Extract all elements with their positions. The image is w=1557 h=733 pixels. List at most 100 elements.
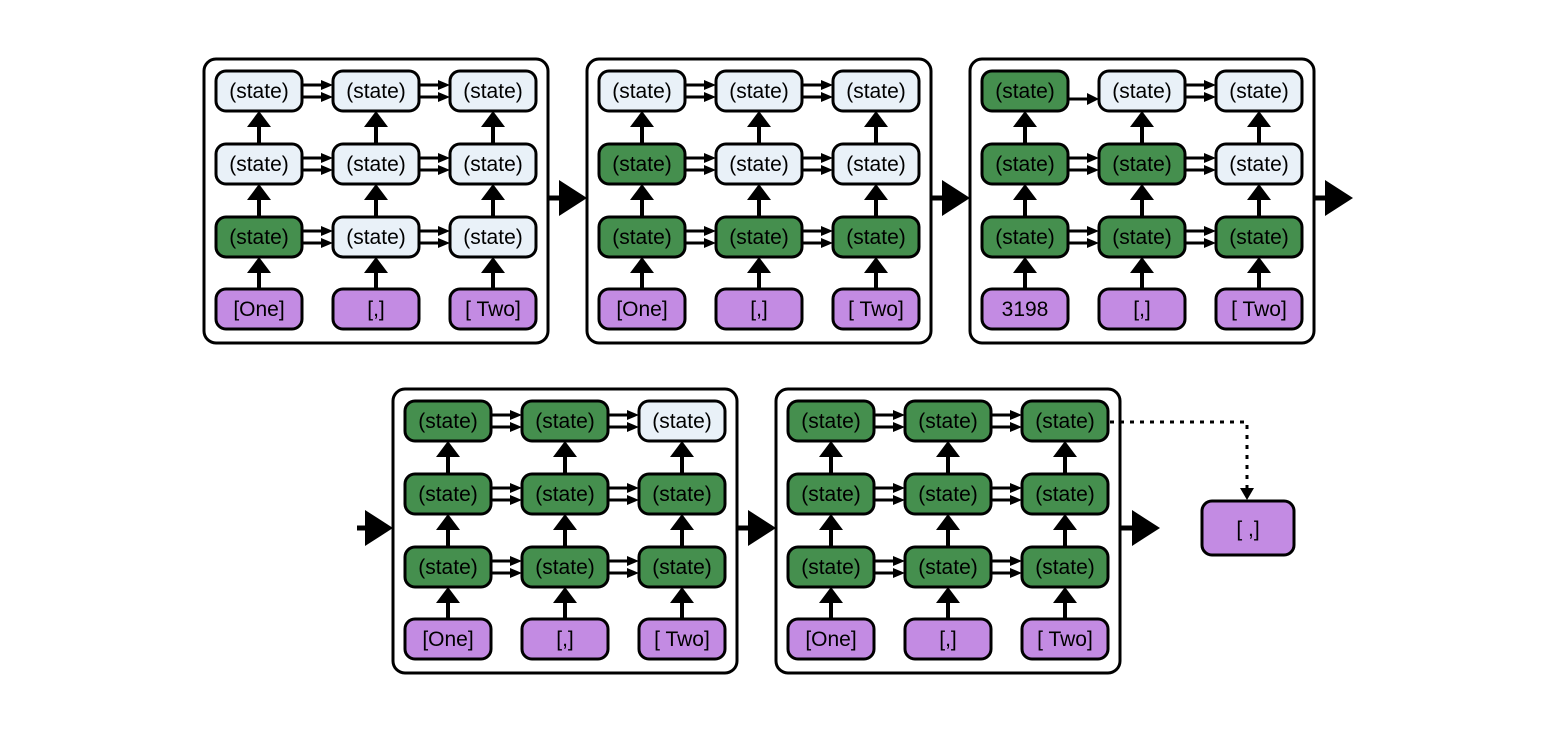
state-node-active: (state)	[903, 545, 993, 589]
state-link-arrow	[685, 226, 716, 248]
state-node-active: (state)	[637, 472, 727, 516]
state-node-inactive-label: (state)	[846, 153, 906, 176]
step-panel-4: (state)(state)(state)(state)(state)(stat…	[391, 387, 739, 675]
state-link-arrow	[419, 153, 450, 175]
token-node: [One]	[214, 287, 304, 331]
token-node: [ Two]	[448, 287, 538, 331]
state-node-active: (state)	[1097, 142, 1187, 186]
state-node-active: (state)	[1214, 215, 1304, 259]
up-arrow	[1247, 184, 1271, 217]
state-node-active-label: (state)	[1035, 483, 1095, 506]
up-arrow	[819, 587, 843, 619]
token-node-label: [ Two]	[848, 298, 904, 321]
state-node-inactive-label: (state)	[729, 80, 789, 103]
state-node-active: (state)	[1097, 215, 1187, 259]
up-arrow	[936, 514, 960, 547]
state-node-inactive: (state)	[1097, 69, 1187, 113]
state-node-active: (state)	[214, 215, 304, 259]
token-node-label: [,]	[556, 628, 574, 651]
up-arrow	[553, 587, 577, 619]
state-node-active: (state)	[980, 215, 1070, 259]
step-panel-1: (state) (state) (state) (state) (state) (stat…	[202, 57, 550, 345]
token-node: [,]	[331, 287, 421, 331]
state-node-inactive: (state)	[597, 69, 687, 113]
up-arrow	[1013, 111, 1037, 144]
state-node-active-label: (state)	[918, 556, 978, 579]
state-node-inactive: (state)	[1214, 69, 1304, 113]
step-flow-arrow	[357, 510, 393, 546]
token-node-label: [ Two]	[465, 298, 521, 321]
state-link-arrow	[608, 556, 639, 578]
state-node-active-label: (state)	[418, 410, 478, 433]
token-node: 3198	[980, 287, 1070, 331]
token-node: [,]	[1097, 287, 1187, 331]
state-link-arrow	[419, 80, 450, 102]
up-arrow	[630, 111, 654, 144]
state-node-active: (state)	[714, 215, 804, 259]
state-link-arrow	[1185, 153, 1216, 175]
state-node-active-label: (state)	[535, 556, 595, 579]
up-arrow	[1013, 257, 1037, 289]
token-node-label: [,]	[1133, 298, 1151, 321]
token-node-label: [,]	[939, 628, 957, 651]
token-node-label: [,]	[367, 298, 385, 321]
state-node-active-label: (state)	[995, 153, 1055, 176]
token-node: [One]	[403, 617, 493, 661]
up-arrow	[436, 441, 460, 474]
state-node-inactive-label: (state)	[463, 153, 523, 176]
up-arrow	[436, 587, 460, 619]
state-node-inactive-label: (state)	[612, 80, 672, 103]
state-link-arrow	[302, 80, 333, 102]
step-panel-3: (state) (state) (state) (state) (state) (stat…	[968, 57, 1316, 345]
state-node-inactive-label: (state)	[729, 153, 789, 176]
state-node-active: (state)	[903, 472, 993, 516]
state-node-inactive-label: (state)	[1112, 80, 1172, 103]
state-link-arrow	[491, 556, 522, 578]
state-node-active-label: (state)	[729, 226, 789, 249]
up-arrow	[630, 257, 654, 289]
step-flow-arrow	[932, 180, 970, 216]
state-node-active-label: (state)	[801, 483, 861, 506]
up-arrow	[364, 257, 388, 289]
state-node-active-label: (state)	[612, 153, 672, 176]
state-link-arrow	[491, 483, 522, 505]
up-arrow	[553, 514, 577, 547]
state-node-active-label: (state)	[801, 410, 861, 433]
up-arrow	[553, 441, 577, 474]
up-arrow	[1130, 184, 1154, 217]
output-token-node: [ ,]	[1200, 499, 1296, 557]
state-node-inactive-label: (state)	[229, 153, 289, 176]
state-node-active-label: (state)	[535, 483, 595, 506]
state-link-arrow	[419, 226, 450, 248]
token-node-label: [One]	[805, 628, 856, 651]
up-arrow	[364, 184, 388, 217]
state-node-active: (state)	[1020, 399, 1110, 443]
up-arrow	[747, 111, 771, 144]
up-arrow	[747, 184, 771, 217]
state-link-arrow	[802, 226, 833, 248]
token-node: [One]	[786, 617, 876, 661]
step-panel-2: (state) (state) (state) (state) (state) (stat…	[585, 57, 933, 345]
state-node-inactive: (state)	[331, 215, 421, 259]
state-node-inactive-label: (state)	[1229, 153, 1289, 176]
state-node-inactive: (state)	[1214, 142, 1304, 186]
state-link-arrow	[802, 80, 833, 102]
state-node-active-label: (state)	[418, 483, 478, 506]
step-flow-arrow	[549, 180, 587, 216]
up-arrow	[247, 257, 271, 289]
up-arrow	[819, 441, 843, 474]
token-node-label: [ Two]	[654, 628, 710, 651]
token-node: [ Two]	[637, 617, 727, 661]
state-node-active: (state)	[786, 545, 876, 589]
state-node-inactive: (state)	[448, 215, 538, 259]
up-arrow	[436, 514, 460, 547]
state-link-arrow	[991, 410, 1022, 432]
up-arrow	[670, 441, 694, 474]
state-node-active: (state)	[597, 215, 687, 259]
state-link-arrow	[1185, 226, 1216, 248]
up-arrow	[481, 111, 505, 144]
state-node-inactive: (state)	[331, 142, 421, 186]
state-node-active: (state)	[786, 472, 876, 516]
state-link-arrow	[608, 483, 639, 505]
up-arrow	[1053, 587, 1077, 619]
